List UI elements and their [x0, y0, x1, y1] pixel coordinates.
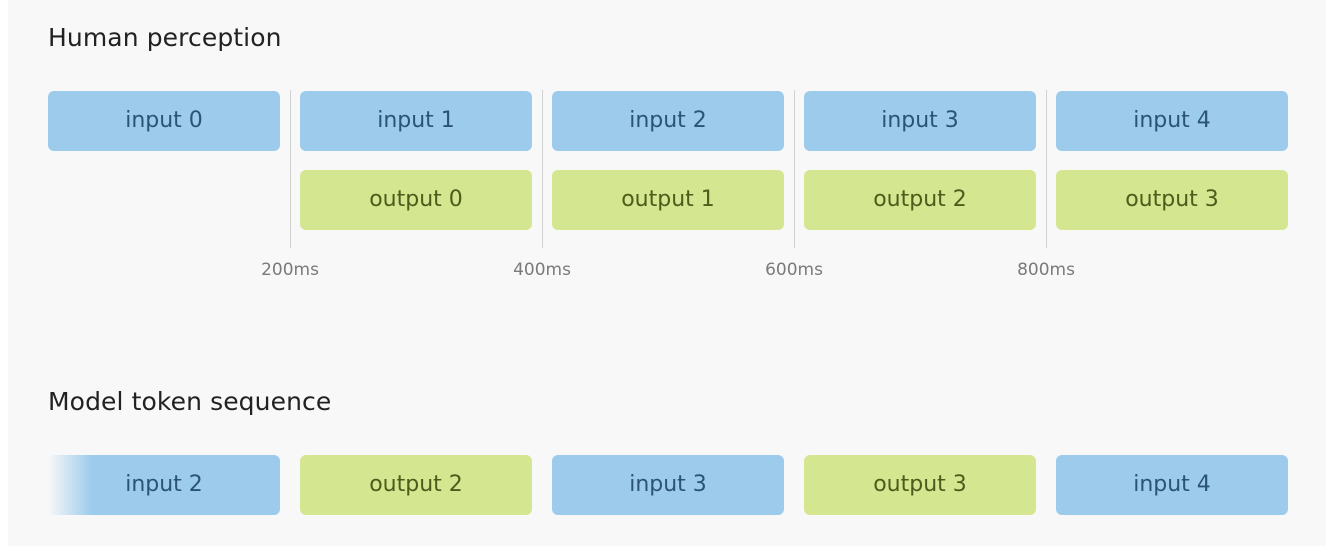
model-sequence-title: Model token sequence	[48, 387, 332, 416]
divider-400ms	[542, 90, 543, 248]
divider-600ms	[794, 90, 795, 248]
tick-label-800ms: 800ms	[1017, 260, 1075, 280]
perception-input-0: input 0	[48, 91, 280, 151]
tick-label-400ms: 400ms	[513, 260, 571, 280]
perception-input-1: input 1	[300, 91, 532, 151]
divider-800ms	[1046, 90, 1047, 248]
tick-label-600ms: 600ms	[765, 260, 823, 280]
sequence-token-input-3: input 3	[552, 455, 784, 515]
sequence-token-output-2: output 2	[300, 455, 532, 515]
perception-input-4: input 4	[1056, 91, 1288, 151]
sequence-token-input-2: input 2	[48, 455, 280, 515]
divider-200ms	[290, 90, 291, 248]
perception-input-3: input 3	[804, 91, 1036, 151]
perception-output-2: output 2	[804, 170, 1036, 230]
sequence-token-input-4: input 4	[1056, 455, 1288, 515]
human-perception-title: Human perception	[48, 23, 282, 52]
perception-output-0: output 0	[300, 170, 532, 230]
perception-output-3: output 3	[1056, 170, 1288, 230]
perception-output-1: output 1	[552, 170, 784, 230]
sequence-token-output-3: output 3	[804, 455, 1036, 515]
perception-input-2: input 2	[552, 91, 784, 151]
tick-label-200ms: 200ms	[261, 260, 319, 280]
